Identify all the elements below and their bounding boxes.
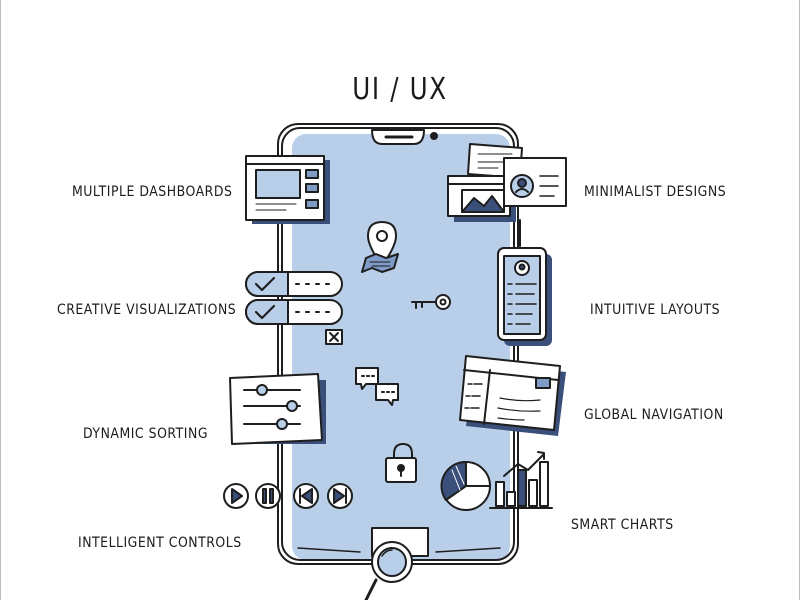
label-intuitive-layouts: INTUITIVE LAYOUTS [590,302,721,318]
label-dynamic-sorting: DYNAMIC SORTING [83,426,209,442]
frame-edge-left [0,0,1,600]
pie-chart-icon [440,460,491,511]
label-multiple-dashboards: MULTIPLE DASHBOARDS [72,184,233,200]
dashboard-window-icon [245,155,330,224]
label-minimalist-designs: MINIMALIST DESIGNS [584,184,727,200]
magnifier-icon [364,527,429,600]
smartphone-icon [275,123,521,565]
toggle-switches-icon [245,271,343,345]
navigation-window-icon [459,355,566,436]
page-title: UI / UX [352,72,448,107]
mobile-layout-icon [497,247,552,346]
profile-card-icon [447,143,567,222]
label-creative-visualizations: CREATIVE VISUALIZATIONS [57,302,237,318]
padlock-icon [385,443,417,483]
label-global-navigation: GLOBAL NAVIGATION [584,407,724,423]
sliders-icon [229,373,326,445]
media-controls-icon [223,483,353,509]
chat-bubbles-icon [355,367,399,406]
bar-chart-icon [489,451,553,509]
key-icon [411,294,451,310]
map-pin-icon [361,221,399,273]
label-smart-charts: SMART CHARTS [571,517,674,533]
label-intelligent-controls: INTELLIGENT CONTROLS [78,535,242,551]
